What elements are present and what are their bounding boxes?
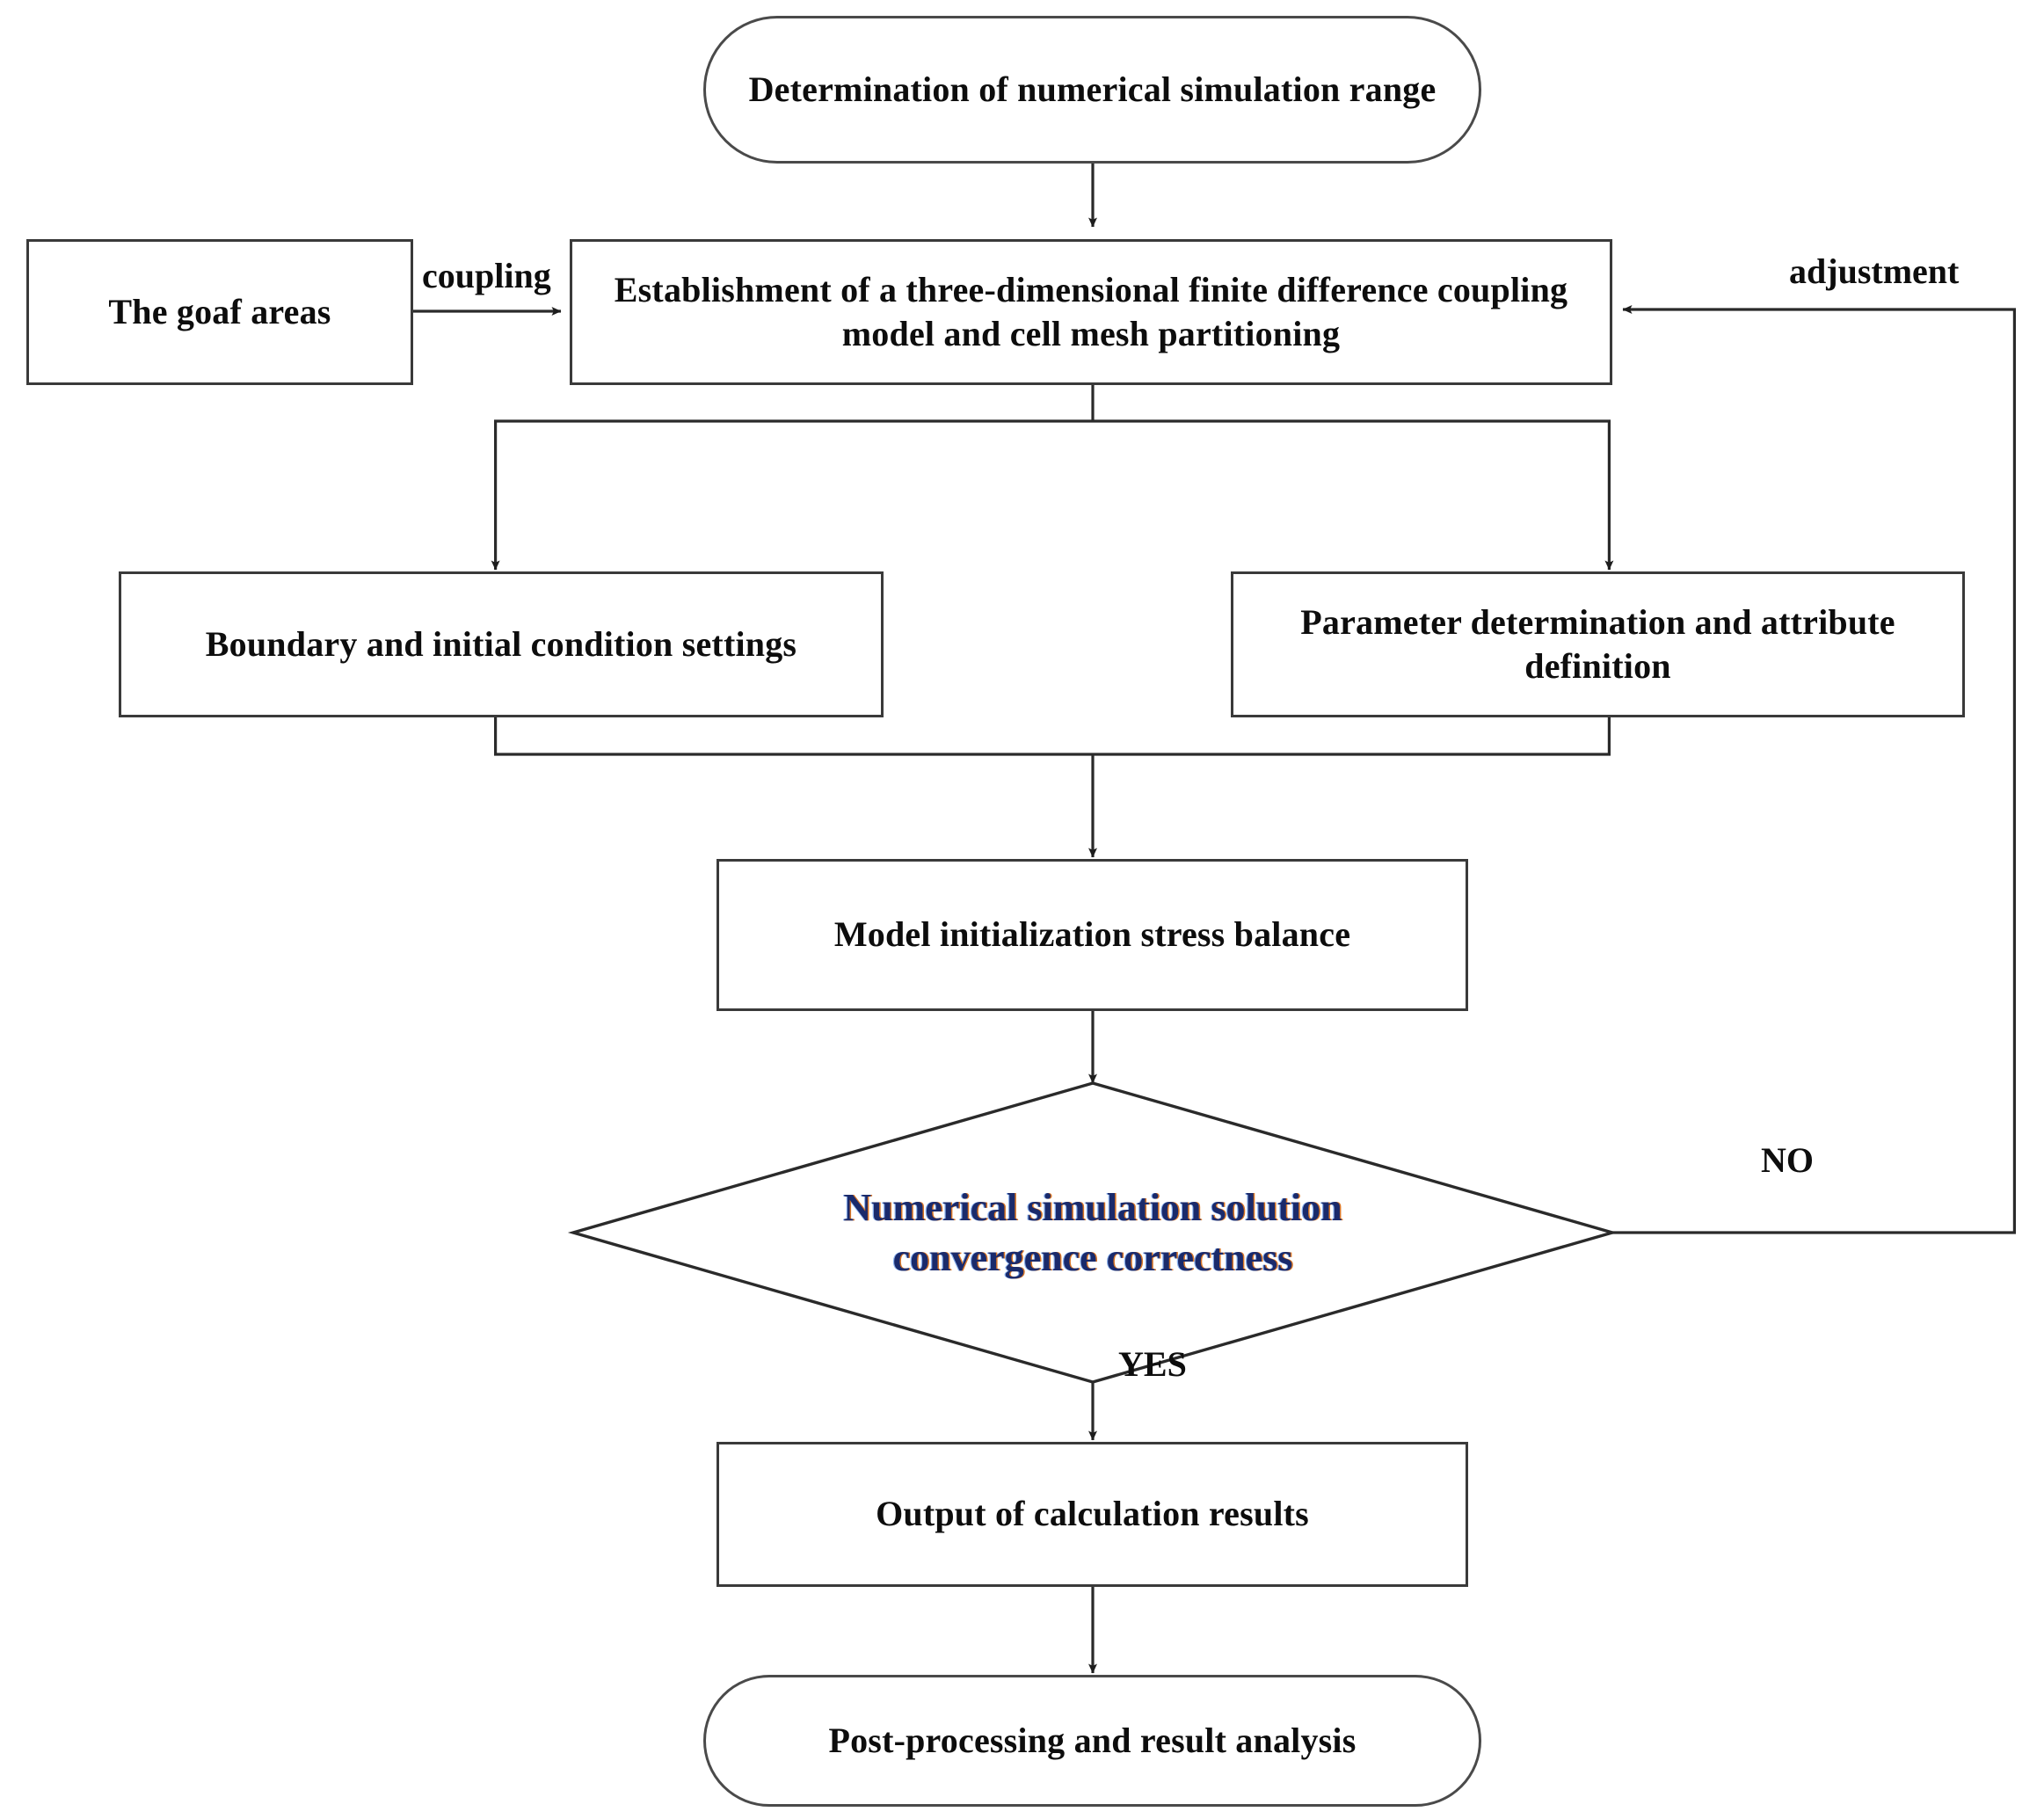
node-label-output: Output of calculation results <box>876 1494 1309 1534</box>
node-label-boundary: Boundary and initial condition settings <box>205 623 797 664</box>
edge-establishment-fork <box>491 384 1614 571</box>
decision-label-line-2: convergence correctness <box>892 1236 1293 1279</box>
decision-label-line-1: Numerical simulation solution <box>843 1185 1342 1229</box>
edge-label-coupling: coupling <box>422 256 551 295</box>
node-label-start: Determination of numerical simulation ra… <box>748 69 1437 109</box>
node-goaf-areas[interactable]: The goaf areas <box>26 239 413 385</box>
node-establishment-model[interactable]: Establishment of a three-dimensional fin… <box>570 239 1612 385</box>
edge-label-yes: YES <box>1118 1344 1187 1384</box>
node-parameter-determination[interactable]: Parameter determination and attribute de… <box>1231 571 1965 717</box>
edge-label-adjustment: adjustment <box>1789 251 1960 291</box>
node-label-parameter: Parameter determination and attribute de… <box>1300 601 1895 686</box>
node-model-initialization[interactable]: Model initialization stress balance <box>716 859 1468 1011</box>
node-label-establishment: Establishment of a three-dimensional fin… <box>614 269 1568 353</box>
node-label-initialization: Model initialization stress balance <box>833 914 1351 955</box>
node-output-results[interactable]: Output of calculation results <box>716 1442 1468 1587</box>
edge-label-no: NO <box>1761 1140 1814 1180</box>
node-label-post: Post-processing and result analysis <box>828 1720 1357 1760</box>
node-label-goaf: The goaf areas <box>108 291 331 331</box>
edge-merge-to-initialization <box>493 717 1611 858</box>
node-decision-convergence[interactable]: Numerical simulation solution convergenc… <box>573 1083 1612 1382</box>
node-boundary-initial-conditions[interactable]: Boundary and initial condition settings <box>119 571 884 717</box>
node-post-processing[interactable]: Post-processing and result analysis <box>703 1675 1481 1807</box>
node-determination-of-range[interactable]: Determination of numerical simulation ra… <box>703 16 1481 164</box>
edge-decision-no-feedback <box>1612 305 2016 1234</box>
